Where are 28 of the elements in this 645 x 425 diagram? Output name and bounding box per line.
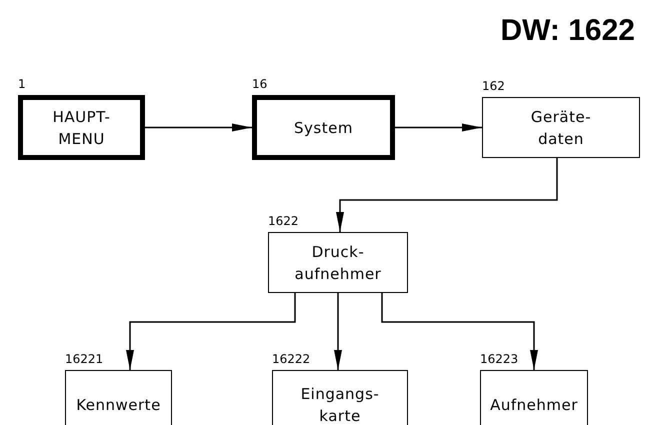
process-box — [272, 370, 408, 425]
box-label: System — [294, 118, 353, 138]
process-box — [18, 95, 145, 160]
node-number: 16221 — [65, 352, 104, 366]
arrow — [126, 293, 296, 370]
box-label: Kennwerte — [76, 395, 161, 416]
box-label: Aufnehmer — [490, 395, 578, 416]
node-number: 1622 — [268, 214, 299, 228]
box-label: Druck- aufnehmer — [294, 242, 382, 284]
diagram-title: DW: 1622 — [500, 14, 635, 48]
arrow — [145, 124, 252, 132]
box-label: Eingangs- karte — [300, 384, 380, 425]
process-box — [268, 232, 408, 293]
process-box — [480, 370, 588, 425]
arrow — [334, 293, 342, 370]
node-number: 1 — [18, 77, 26, 91]
arrow — [381, 293, 538, 370]
process-box — [252, 95, 395, 160]
box-label: Geräte- daten — [530, 106, 592, 150]
node-number: 16 — [252, 77, 268, 91]
process-box — [65, 370, 172, 425]
node-number: 162 — [482, 79, 505, 93]
process-box — [482, 97, 640, 158]
arrow — [336, 158, 558, 232]
node-number: 16223 — [480, 352, 518, 366]
node-number: 16222 — [272, 352, 310, 366]
arrow — [395, 124, 482, 132]
box-label: HAUPT- MENU — [52, 106, 112, 150]
